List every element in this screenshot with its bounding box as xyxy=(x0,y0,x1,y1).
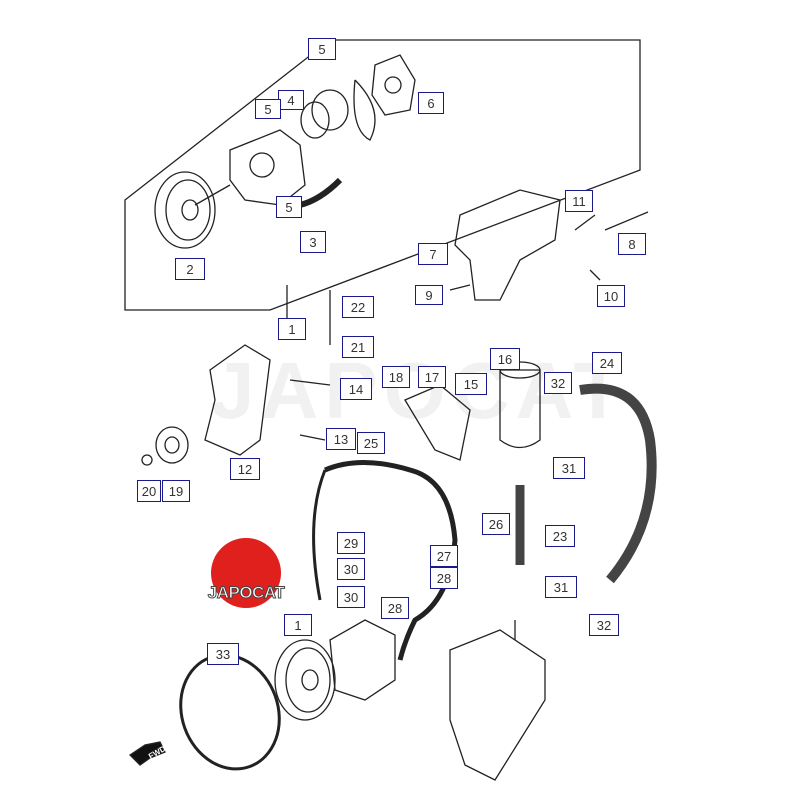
callout-30[interactable]: 30 xyxy=(337,586,365,608)
callout-8[interactable]: 8 xyxy=(618,233,646,255)
callout-13[interactable]: 13 xyxy=(326,428,356,450)
callout-29[interactable]: 29 xyxy=(337,532,365,554)
bracket-upper xyxy=(449,189,649,301)
callout-28[interactable]: 28 xyxy=(381,597,409,619)
callout-3[interactable]: 3 xyxy=(300,231,326,253)
japocat-logo: JAPOCAT xyxy=(196,535,296,615)
callout-1[interactable]: 1 xyxy=(278,318,306,340)
cartridge xyxy=(311,89,349,131)
callout-33[interactable]: 33 xyxy=(207,643,239,665)
callout-25[interactable]: 25 xyxy=(357,432,385,454)
callout-32[interactable]: 32 xyxy=(544,372,572,394)
pressure-line xyxy=(312,469,327,601)
callout-4[interactable]: 4 xyxy=(278,90,304,110)
callout-10[interactable]: 10 xyxy=(597,285,625,307)
callout-1[interactable]: 1 xyxy=(284,614,312,636)
pump-body-upper xyxy=(229,129,306,206)
callout-5[interactable]: 5 xyxy=(308,38,336,60)
pump-body-lower xyxy=(329,619,396,701)
steering-gearbox xyxy=(449,620,546,781)
callout-9[interactable]: 9 xyxy=(415,285,443,305)
logo-text: JAPOCAT xyxy=(207,583,285,603)
inlet-pipe xyxy=(299,177,343,208)
callout-16[interactable]: 16 xyxy=(490,348,520,370)
callout-27[interactable]: 27 xyxy=(430,545,458,567)
pressure-hose xyxy=(324,460,458,661)
bracket-lower xyxy=(204,290,331,456)
pulley-upper xyxy=(154,171,231,249)
callout-2[interactable]: 2 xyxy=(175,258,205,280)
callout-26[interactable]: 26 xyxy=(482,513,510,535)
callout-30[interactable]: 30 xyxy=(337,558,365,580)
callout-7[interactable]: 7 xyxy=(418,243,448,265)
callout-5[interactable]: 5 xyxy=(255,99,281,119)
callout-31[interactable]: 31 xyxy=(553,457,585,479)
callout-5[interactable]: 5 xyxy=(276,196,302,218)
idler-pulley xyxy=(141,426,189,466)
o-ring-large xyxy=(300,101,330,139)
callout-32[interactable]: 32 xyxy=(589,614,619,636)
callout-18[interactable]: 18 xyxy=(382,366,410,388)
callout-15[interactable]: 15 xyxy=(455,373,487,395)
pulley-lower xyxy=(274,639,336,721)
callout-24[interactable]: 24 xyxy=(592,352,622,374)
callout-22[interactable]: 22 xyxy=(342,296,374,318)
callout-28[interactable]: 28 xyxy=(430,567,458,589)
callout-6[interactable]: 6 xyxy=(418,92,444,114)
callout-12[interactable]: 12 xyxy=(230,458,260,480)
callout-20[interactable]: 20 xyxy=(137,480,161,502)
callout-19[interactable]: 19 xyxy=(162,480,190,502)
callout-11[interactable]: 11 xyxy=(565,190,593,212)
callout-21[interactable]: 21 xyxy=(342,336,374,358)
fwd-arrow xyxy=(128,741,166,766)
callout-23[interactable]: 23 xyxy=(545,525,575,547)
gasket xyxy=(353,79,376,141)
callout-14[interactable]: 14 xyxy=(340,378,372,400)
return-hose xyxy=(579,383,657,584)
callout-17[interactable]: 17 xyxy=(418,366,446,388)
pump-cover xyxy=(371,54,416,116)
callout-31[interactable]: 31 xyxy=(545,576,577,598)
